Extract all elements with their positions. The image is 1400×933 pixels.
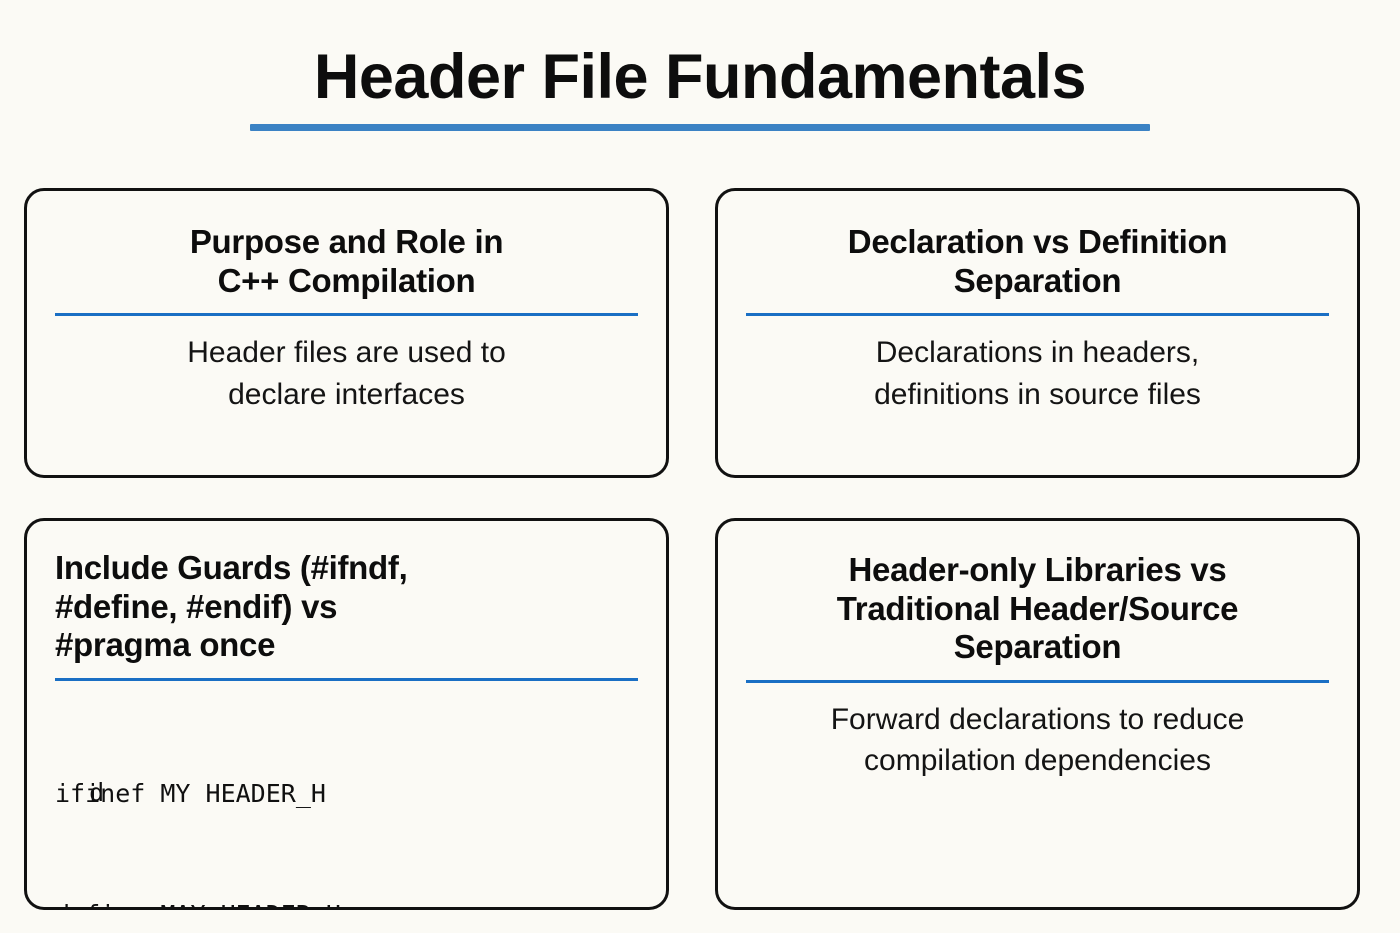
card-divider <box>746 679 1329 683</box>
code-line-1: ifidnef MY HEADER_H <box>55 777 326 808</box>
card-title-line: Separation <box>953 628 1122 666</box>
code-text: ifi <box>55 778 101 808</box>
title-underline-accent <box>250 124 1150 132</box>
card-title-purpose-and-role: Purpose and Role in C++ Compilation <box>55 209 638 300</box>
card-title-line: #pragma once <box>55 626 276 664</box>
card-purpose-and-role[interactable]: Purpose and Role in C++ Compilation Head… <box>24 188 669 478</box>
page-title: Header File Fundamentals <box>313 42 1087 112</box>
card-body-line: Declarations in headers, <box>875 336 1200 370</box>
card-body-line: definitions in source files <box>874 377 1201 411</box>
code-text: nef MY HEADER_H <box>100 778 326 808</box>
card-title-line: C++ Compilation <box>217 261 476 299</box>
card-title-declaration-vs-definition: Declaration vs Definition Separation <box>746 209 1329 300</box>
card-title-include-guards: Include Guards (#ifndf, #define, #endif)… <box>55 539 638 665</box>
card-header-only-libraries[interactable]: Header-only Libraries vs Traditional Hea… <box>715 518 1360 910</box>
card-divider <box>746 313 1329 317</box>
card-body-declaration-vs-definition: Declarations in headers, definitions in … <box>746 316 1329 415</box>
card-title-line: Traditional Header/Source <box>836 589 1239 627</box>
card-body-line: Header files are used to <box>187 336 506 370</box>
card-title-line: Include Guards (#ifndf, <box>55 549 408 586</box>
card-title-header-only-libraries: Header-only Libraries vs Traditional Hea… <box>746 539 1329 667</box>
card-body-line: compilation dependencies <box>864 744 1211 778</box>
card-body-header-only-libraries: Forward declarations to reduce compilati… <box>746 683 1329 782</box>
page-title-block: Header File Fundamentals <box>0 42 1400 132</box>
card-divider <box>55 313 638 317</box>
card-divider <box>55 677 638 681</box>
card-title-line: Purpose and Role in <box>189 223 504 260</box>
card-declaration-vs-definition[interactable]: Declaration vs Definition Separation Dec… <box>715 188 1360 478</box>
card-body-line: Forward declarations to reduce <box>830 702 1245 736</box>
card-title-line: Separation <box>953 261 1122 299</box>
card-body-line: declare interfaces <box>228 377 465 411</box>
card-grid: Purpose and Role in C++ Compilation Head… <box>24 188 1360 910</box>
card-title-line: Header-only Libraries vs <box>848 551 1227 588</box>
card-include-guards[interactable]: Include Guards (#ifndf, #define, #endif)… <box>24 518 669 910</box>
code-line-2: define MAY_HEADER_H <box>55 895 638 907</box>
card-title-line: Declaration vs Definition <box>847 223 1228 260</box>
code-snippet-include-guards: ifidnef MY HEADER_H define MAY_HEADER_H … <box>55 681 638 907</box>
card-body-purpose-and-role: Header files are used to declare interfa… <box>55 316 638 415</box>
card-title-line: #define, #endif) vs <box>55 587 338 625</box>
